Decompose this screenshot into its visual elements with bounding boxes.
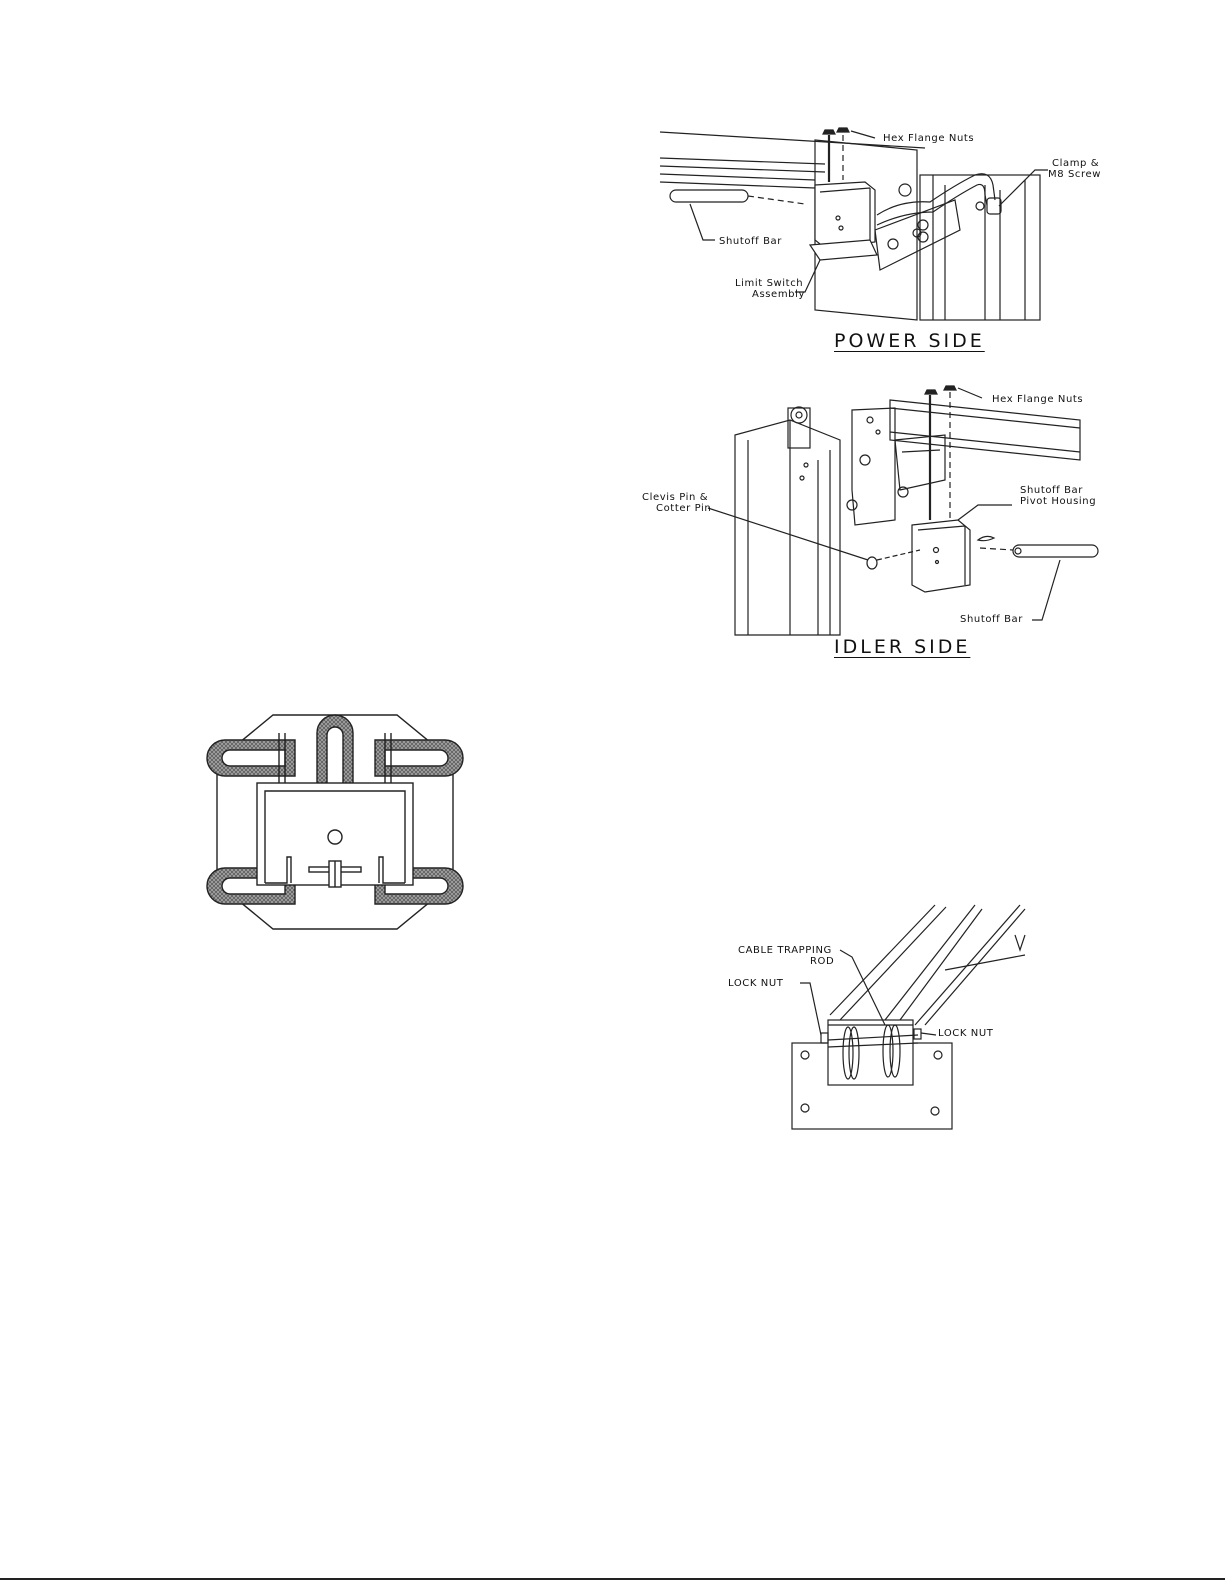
page-bottom-rule (0, 1578, 1225, 1580)
cable-trap-drawing (720, 895, 1040, 1135)
cable-trap-figure: CABLE TRAPPING ROD LOCK NUT LOCK NUT (720, 895, 1040, 1135)
label-clevis-pin-line1: Clevis Pin & (642, 492, 708, 503)
power-side-figure: Hex Flange Nuts Clamp & M8 Screw Shutoff… (655, 120, 1125, 360)
label-limit-switch-line2: Assembly (752, 289, 805, 300)
label-cable-trapping-rod-line1: CABLE TRAPPING (738, 945, 832, 956)
label-pivot-housing-line2: Pivot Housing (1020, 496, 1096, 507)
label-shutoff-bar-idler: Shutoff Bar (960, 614, 1023, 625)
label-clamp-m8-screw-line2: M8 Screw (1048, 169, 1101, 180)
label-clamp-m8-screw-line1: Clamp & (1052, 158, 1099, 169)
label-clevis-pin-line2: Cotter Pin (656, 503, 711, 514)
label-hex-flange-nuts-power: Hex Flange Nuts (883, 133, 974, 144)
label-lock-nut-left: LOCK NUT (728, 978, 784, 989)
label-cable-trapping-rod-line2: ROD (810, 956, 834, 967)
label-shutoff-bar-power: Shutoff Bar (719, 236, 782, 247)
idler-side-figure: Hex Flange Nuts Clevis Pin & Cotter Pin … (640, 380, 1110, 640)
label-hex-flange-nuts-idler: Hex Flange Nuts (992, 394, 1083, 405)
pulley-bracket-drawing (205, 705, 465, 935)
label-pivot-housing-line1: Shutoff Bar (1020, 485, 1083, 496)
pulley-bracket-figure (205, 705, 465, 935)
label-limit-switch-line1: Limit Switch (735, 278, 803, 289)
caption-idler-side: IDLER SIDE (834, 636, 970, 658)
caption-power-side: POWER SIDE (834, 330, 985, 352)
label-lock-nut-right: LOCK NUT (938, 1028, 994, 1039)
